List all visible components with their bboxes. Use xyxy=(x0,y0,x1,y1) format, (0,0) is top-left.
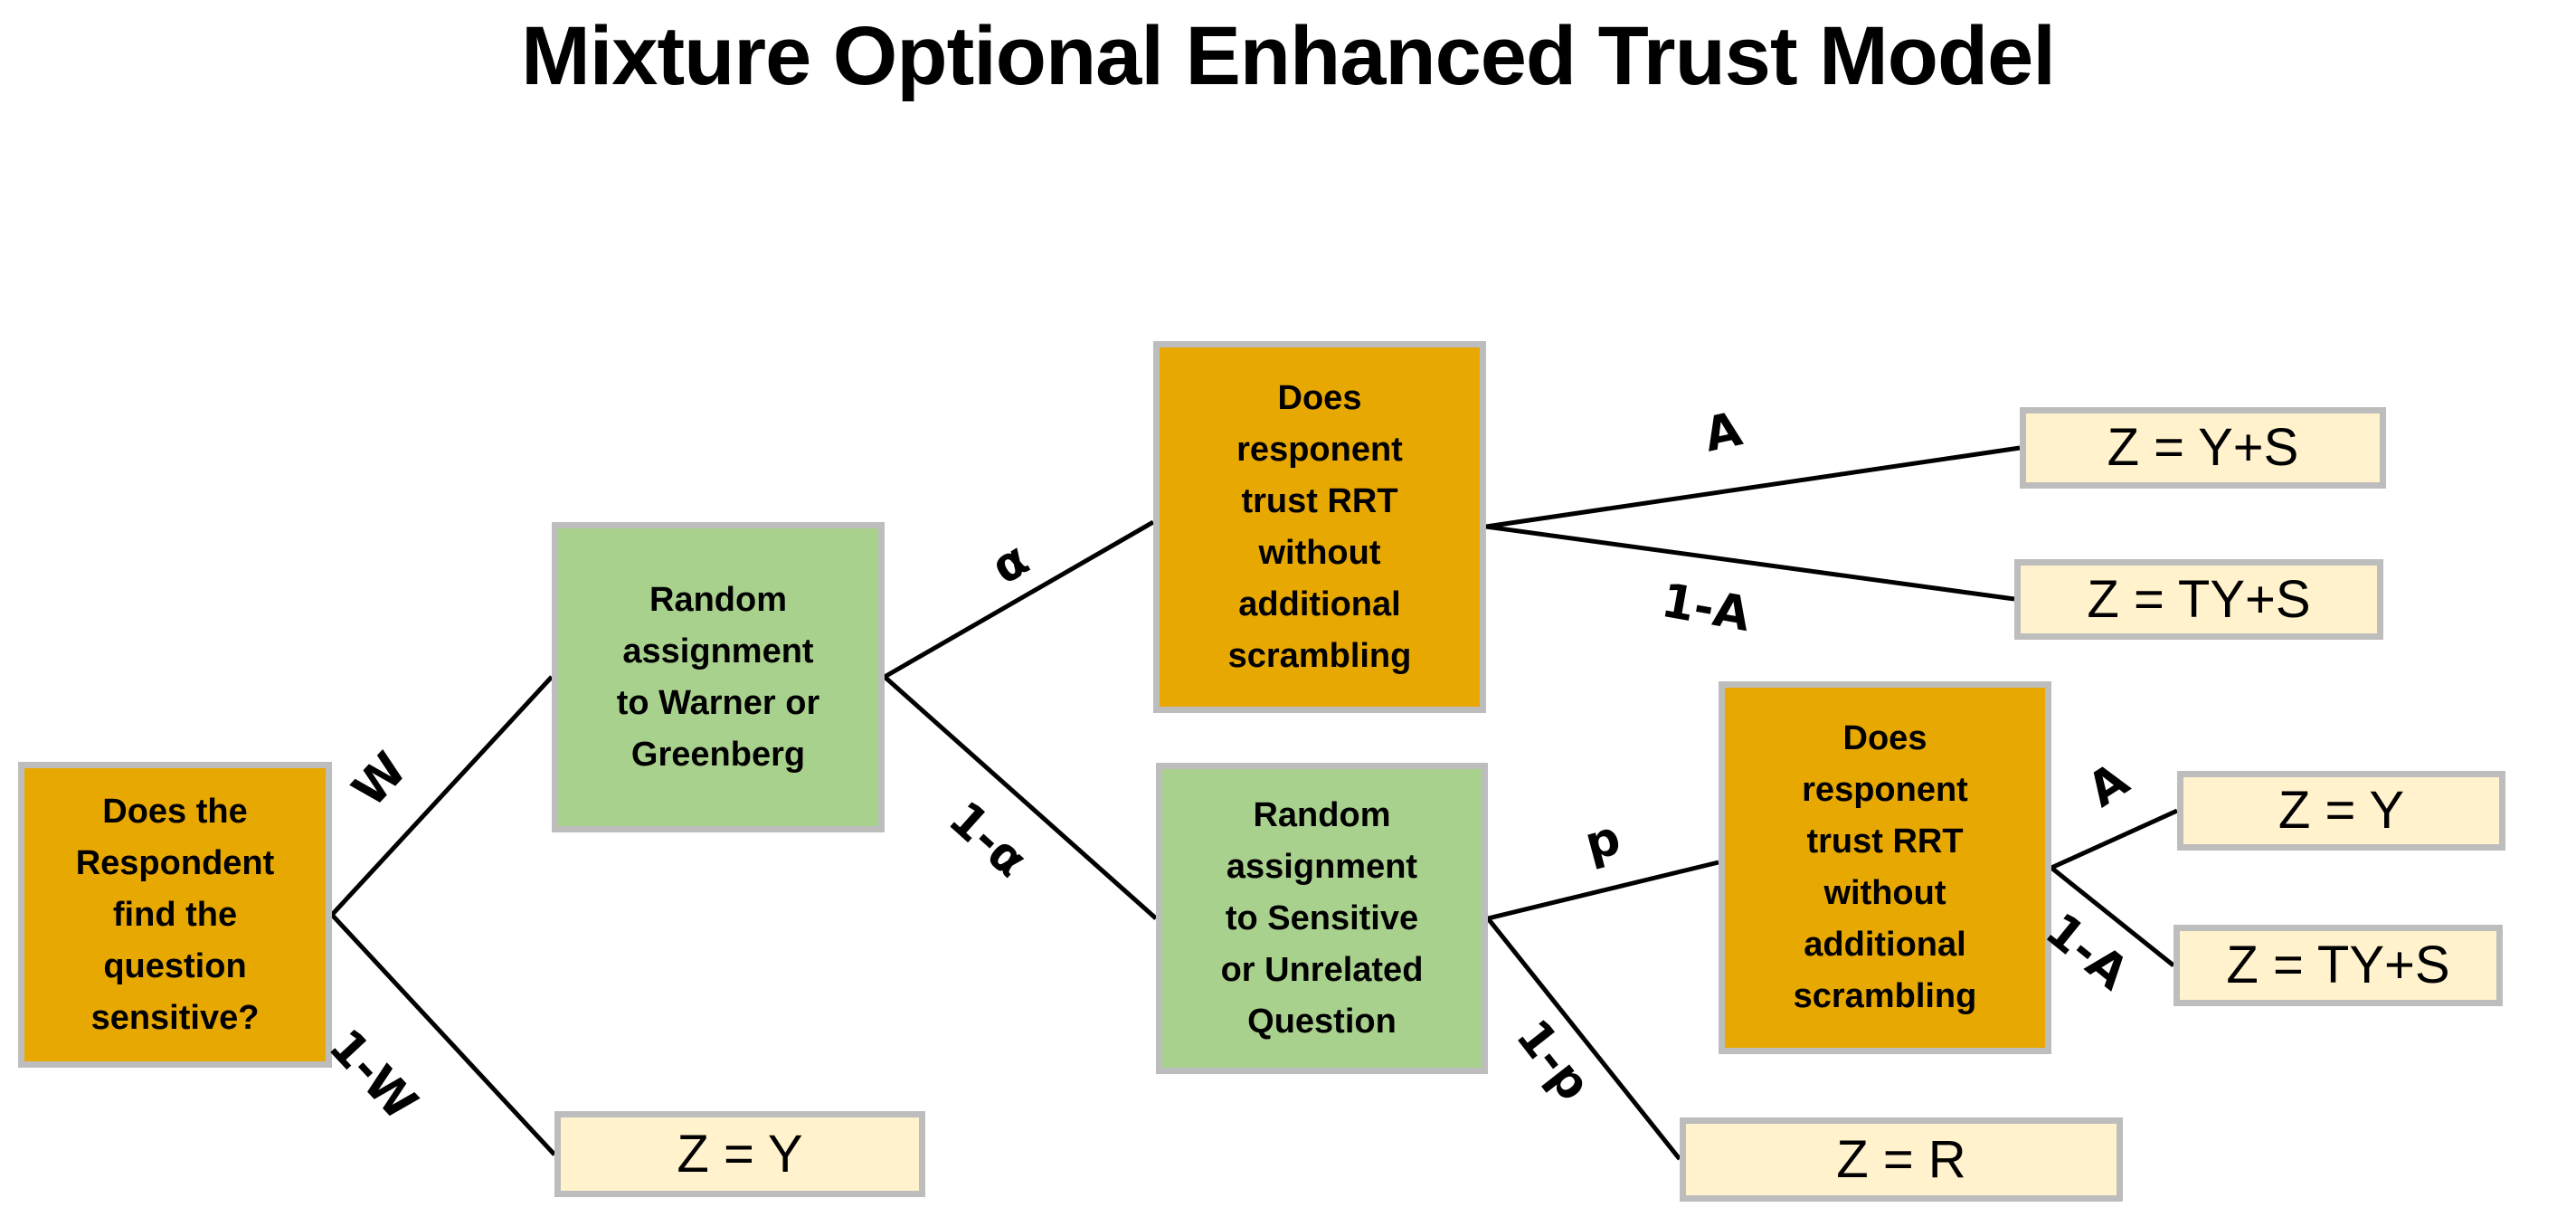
edge-p-line xyxy=(1487,860,1719,921)
leaf-z-tys-right: Z = TY+S xyxy=(2174,925,2503,1006)
node-sensitive-unrelated: Random assignment to Sensitive or Unrela… xyxy=(1156,763,1488,1074)
leaf-z-tys-right-label: Z = TY+S xyxy=(2226,936,2450,994)
leaf-z-y-bottom: Z = Y xyxy=(554,1111,925,1197)
leaf-z-y-right: Z = Y xyxy=(2177,771,2505,851)
edge-a-right-line xyxy=(2050,808,2179,870)
node-root-question-label: Does the Respondent find the question se… xyxy=(75,792,275,1037)
edge-1-p-line xyxy=(1486,917,1681,1161)
node-trust-rrt-top: Does responent trust RRT without additio… xyxy=(1153,341,1486,713)
diagram-title: Mixture Optional Enhanced Trust Model xyxy=(521,10,2056,102)
node-sensitive-unrelated-label: Random assignment to Sensitive or Unrela… xyxy=(1220,795,1424,1041)
leaf-z-r: Z = R xyxy=(1680,1117,2123,1202)
edge-1-a-top-line xyxy=(1485,524,2015,602)
edge-1-a-right-line xyxy=(2050,866,2175,967)
leaf-z-y-right-label: Z = Y xyxy=(2278,781,2405,840)
leaf-z-r-label: Z = R xyxy=(1836,1129,1966,1189)
node-trust-rrt-right-label: Does responent trust RRT without additio… xyxy=(1793,719,1977,1015)
leaf-z-ys-top: Z = Y+S xyxy=(2020,407,2386,489)
edge-a-top-line xyxy=(1485,445,2021,529)
node-warner-greenberg-label: Random assignment to Warner or Greenberg xyxy=(616,580,820,774)
leaf-z-y-bottom-label: Z = Y xyxy=(677,1124,803,1184)
edge-w-line xyxy=(330,675,554,917)
node-warner-greenberg: Random assignment to Warner or Greenberg xyxy=(552,522,885,832)
leaf-z-tys-top-label: Z = TY+S xyxy=(2087,569,2311,629)
node-trust-rrt-top-label: Does responent trust RRT without additio… xyxy=(1227,378,1412,675)
node-trust-rrt-right: Does responent trust RRT without additio… xyxy=(1719,681,2051,1054)
leaf-z-tys-top: Z = TY+S xyxy=(2014,559,2383,640)
edge-alpha-line xyxy=(883,519,1155,680)
edge-1-alpha-line xyxy=(883,675,1158,920)
edge-1-w-line xyxy=(330,913,556,1156)
node-root-question: Does the Respondent find the question se… xyxy=(18,762,332,1068)
leaf-z-ys-top-label: Z = Y+S xyxy=(2107,418,2299,477)
